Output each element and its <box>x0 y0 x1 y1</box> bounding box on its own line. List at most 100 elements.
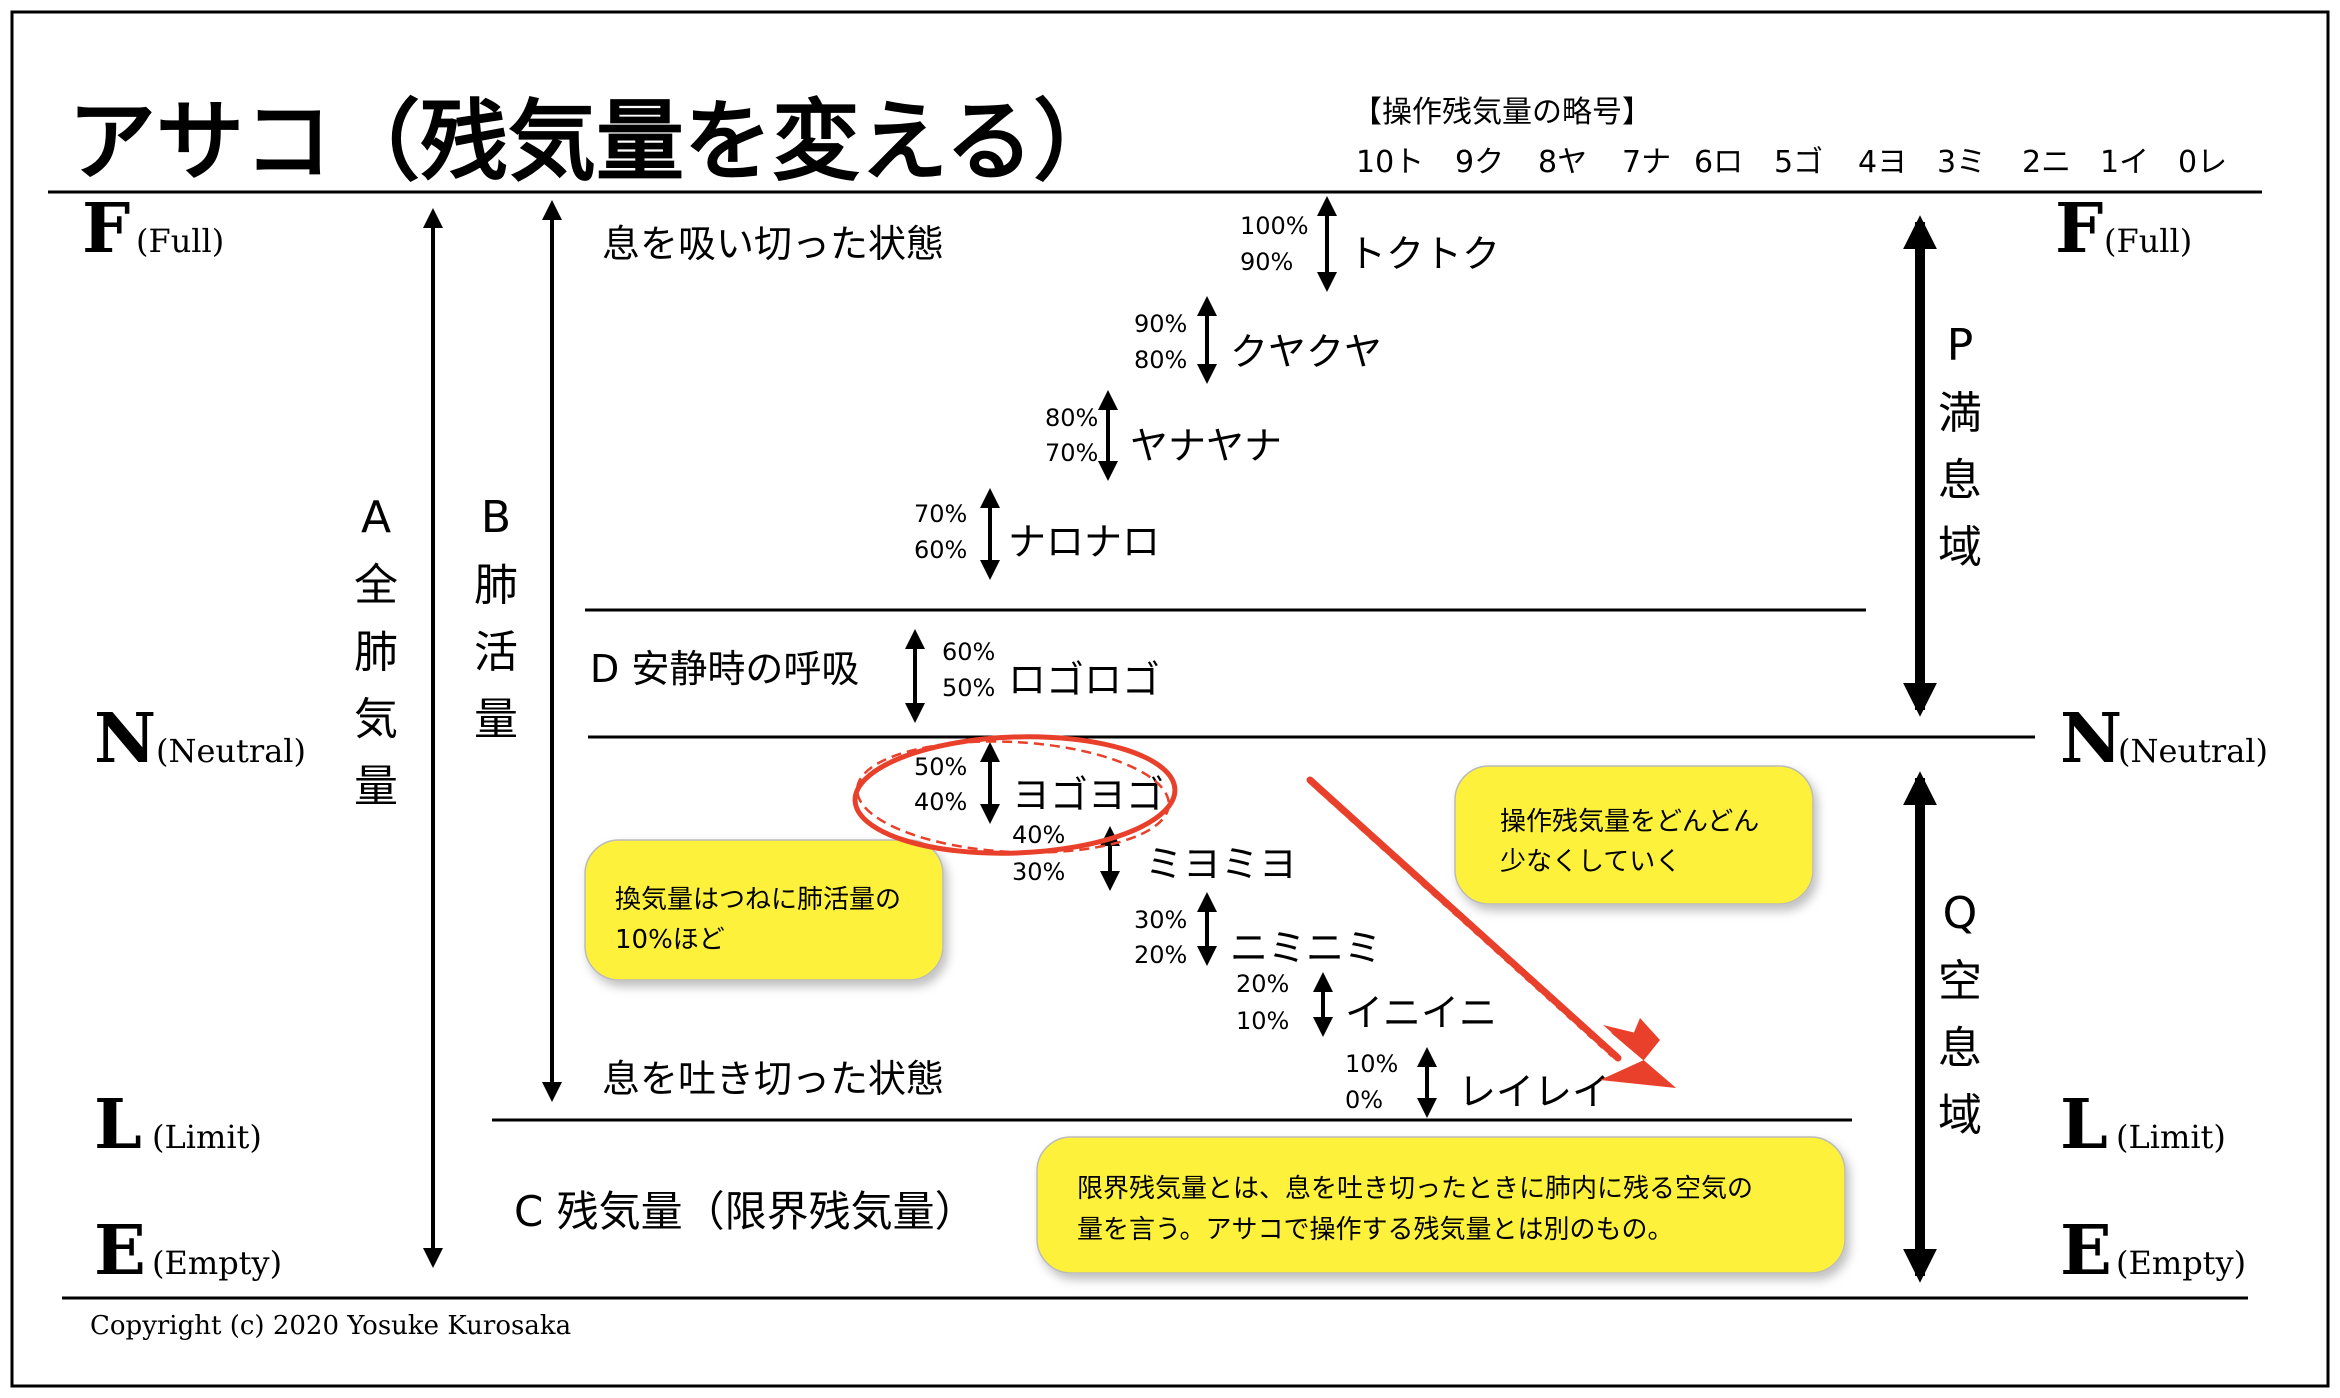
range-char: 肺 <box>354 627 398 678</box>
step-top-percent: 40% <box>1012 821 1065 849</box>
level-l-right: L (Limit) <box>2060 1085 2226 1165</box>
range-char: 量 <box>354 761 398 812</box>
step-6: 40% 30% ミヨミヨ <box>1012 821 1297 891</box>
step-5: 50%40%ヨゴヨゴ <box>914 742 1164 824</box>
step-name: トクトク <box>1348 232 1500 276</box>
abbrev-item: 4ヨ <box>1858 145 1907 180</box>
level-l-left: L (Limit) <box>94 1085 262 1165</box>
range-letter: P <box>1947 320 1974 371</box>
abbrev-item: 3ミ <box>1937 145 1986 180</box>
abbrev-item: 6ロ <box>1694 145 1743 180</box>
step-bottom-percent: 10% <box>1236 1007 1289 1035</box>
copyright: Copyright (c) 2020 Yosuke Kurosaka <box>90 1311 571 1341</box>
svg-text:操作残気量をどんどん: 操作残気量をどんどん <box>1500 807 1759 837</box>
range-letter: A <box>361 492 391 543</box>
step-1: 90%80%クヤクヤ <box>1134 296 1382 384</box>
range-char: 量 <box>474 694 518 745</box>
range-char: 気 <box>354 694 398 745</box>
highlight-circle-stroke <box>855 740 1171 854</box>
resting-breath-label: D 安静時の呼吸 <box>590 647 859 691</box>
svg-text:L: L <box>2060 1085 2108 1165</box>
range-letter: B <box>481 492 511 543</box>
svg-text:(Full): (Full) <box>2104 222 2192 260</box>
svg-text:F: F <box>2055 189 2103 269</box>
range-char: 空 <box>1938 956 1982 1007</box>
step-7: 30%20%ニミニミ <box>1134 892 1382 970</box>
abbrev-item: 5ゴ <box>1774 145 1823 180</box>
step-name: クヤクヤ <box>1230 330 1382 374</box>
svg-text:(Limit): (Limit) <box>2116 1118 2226 1156</box>
svg-text:(Empty): (Empty) <box>2116 1244 2246 1282</box>
level-e-left: E (Empty) <box>94 1211 282 1291</box>
step-0: 100% 90% トクトク <box>1240 196 1500 292</box>
svg-text:F: F <box>82 189 130 269</box>
step-top-percent: 20% <box>1236 970 1289 998</box>
step-top-percent: 60% <box>942 638 995 666</box>
page-title: アサコ（残気量を変える） <box>68 90 1121 193</box>
step-top-percent: 30% <box>1134 906 1187 934</box>
note-ventilation: 換気量はつねに肺活量の 10%ほど <box>584 839 944 981</box>
empty-state-label: 息を吐き切った状態 <box>602 1057 944 1101</box>
level-f-left: F (Full) <box>82 189 224 269</box>
step-bottom-percent: 20% <box>1134 941 1187 969</box>
step-name: レイレイ <box>1458 1070 1610 1114</box>
abbrev-item: 7ナ <box>1622 145 1671 180</box>
step-top-percent: 100% <box>1240 212 1309 240</box>
step-2: 80%70%ヤナヤナ <box>1045 390 1282 481</box>
step-4: 60% 50% ロゴロゴ <box>905 629 1160 723</box>
svg-text:N: N <box>2060 699 2122 779</box>
step-bottom-percent: 30% <box>1012 858 1065 886</box>
level-n-left: N (Neutral) <box>94 699 306 779</box>
step-name: ヨゴヨゴ <box>1012 773 1164 817</box>
abbrev-item: 0レ <box>2178 145 2227 180</box>
step-bottom-percent: 70% <box>1045 439 1098 467</box>
step-9: 10%0%レイレイ <box>1345 1047 1610 1118</box>
range-char: 息 <box>1938 455 1982 506</box>
range-char: 域 <box>1938 1090 1982 1141</box>
range-char: 肺 <box>474 560 518 611</box>
range-char: 全 <box>354 560 398 611</box>
step-name: ミヨミヨ <box>1145 842 1297 886</box>
step-bottom-percent: 50% <box>942 674 995 702</box>
abbrev-item: 8ヤ <box>1538 145 1587 180</box>
step-bottom-percent: 60% <box>914 536 967 564</box>
abbrev-item: 1イ <box>2100 145 2149 180</box>
level-n-right: N (Neutral) <box>2060 699 2268 779</box>
svg-text:(Neutral): (Neutral) <box>2118 732 2268 770</box>
svg-text:少なくしていく: 少なくしていく <box>1500 847 1681 877</box>
range-char: 息 <box>1938 1023 1982 1074</box>
svg-text:N: N <box>94 699 156 779</box>
abbrev-heading: 【操作残気量の略号】 <box>1352 95 1652 130</box>
svg-text:(Full): (Full) <box>136 222 224 260</box>
step-3: 70%60%ナロナロ <box>914 488 1160 580</box>
step-bottom-percent: 40% <box>914 788 967 816</box>
svg-text:(Neutral): (Neutral) <box>156 732 306 770</box>
svg-text:E: E <box>2060 1211 2112 1291</box>
svg-text:10%ほど: 10%ほど <box>615 925 725 955</box>
step-top-percent: 90% <box>1134 310 1187 338</box>
range-char: 域 <box>1938 522 1982 573</box>
svg-text:限界残気量とは、息を吐き切ったときに肺内に残る空気の: 限界残気量とは、息を吐き切ったときに肺内に残る空気の <box>1077 1174 1753 1204</box>
svg-text:E: E <box>94 1211 146 1291</box>
range-letter: Q <box>1943 888 1978 939</box>
step-name: ロゴロゴ <box>1008 658 1160 702</box>
step-bottom-percent: 90% <box>1240 248 1293 276</box>
level-f-right: F (Full) <box>2055 189 2192 269</box>
residual-volume-label: C 残気量（限界残気量） <box>514 1187 977 1236</box>
step-top-percent: 70% <box>914 500 967 528</box>
step-ladder: 100% 90% トクトク 90%80%クヤクヤ80%70%ヤナヤナ70%60%ナロナ… <box>905 196 1610 1118</box>
abbrev-item: 10ト <box>1356 145 1424 180</box>
step-8: 20%10%イニイニ <box>1236 970 1497 1037</box>
reduce-trend-arrow <box>1306 776 1676 1088</box>
range-char: 満 <box>1938 388 1982 439</box>
svg-text:L: L <box>94 1085 142 1165</box>
step-top-percent: 10% <box>1345 1050 1398 1078</box>
svg-text:量を言う。アサコで操作する残気量とは別のもの。: 量を言う。アサコで操作する残気量とは別のもの。 <box>1077 1215 1673 1245</box>
outer-frame <box>10 10 2330 1388</box>
svg-text:(Empty): (Empty) <box>152 1244 282 1282</box>
